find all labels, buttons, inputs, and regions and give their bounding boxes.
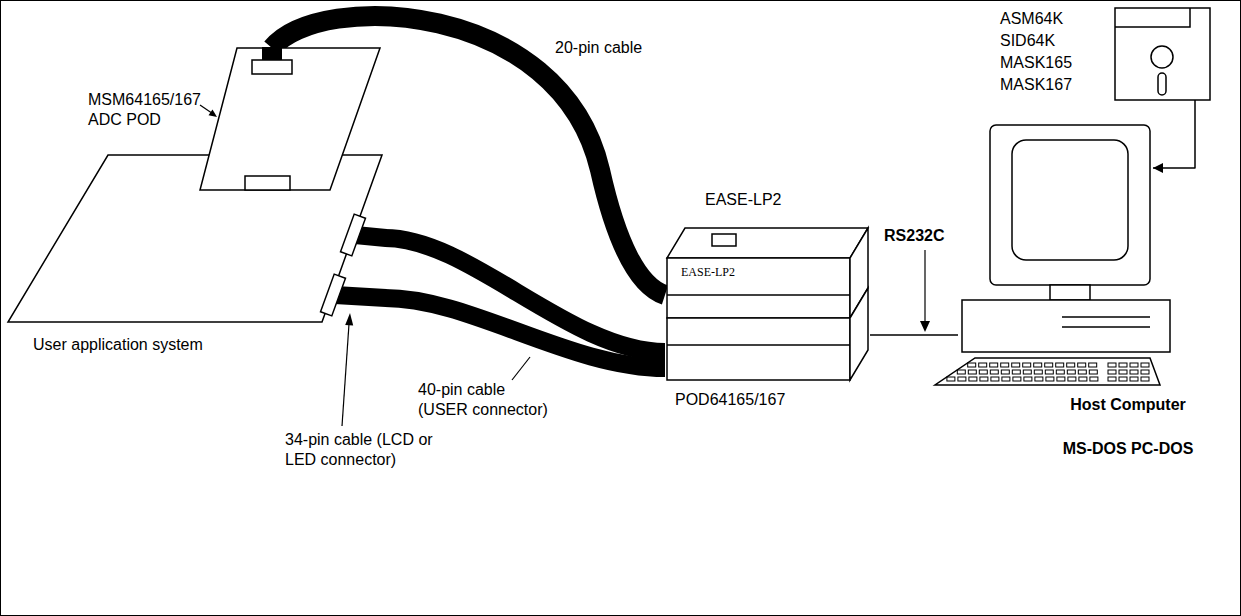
adc-pod-board: MSM64165/167 ADC POD <box>88 48 388 193</box>
host-computer: Host ComputerMS-DOS PC-DOS <box>958 120 1153 480</box>
leader-line <box>512 357 530 380</box>
computer-label: Host Computer <box>1048 395 1208 415</box>
text-slot: EASE-LP2 <box>705 190 855 210</box>
serial-line <box>870 334 958 336</box>
leader-arrow <box>920 250 930 332</box>
cable-label: 40-pin cable (USER connector) <box>418 380 553 420</box>
board-label: User application system <box>33 335 273 355</box>
text-slot: User application system <box>33 335 273 355</box>
callout-label: MSM64165/167 ADC POD <box>88 90 213 130</box>
device-label: EASE-LP2 <box>705 190 855 210</box>
text-slot: ASM64K SID64K MASK165 MASK167 <box>1000 8 1095 96</box>
text-slot: POD64165/167 <box>675 390 855 410</box>
text-slot: 20-pin cable <box>555 38 685 58</box>
text-slot: MS-DOS PC-DOS <box>1048 438 1208 460</box>
text-slot: MSM64165/167 ADC POD <box>88 90 213 130</box>
leader-arrow <box>342 313 353 426</box>
text-slot: EASE-LP2 <box>681 265 801 280</box>
pod-box: POD64165/167 <box>665 318 870 418</box>
emulator-box: EASE-LP2EASE-LP2 <box>665 185 870 318</box>
device-label: POD64165/167 <box>675 390 855 410</box>
front-panel-label: EASE-LP2 <box>681 265 801 280</box>
cable-label: 34-pin cable (LCD or LED connector) <box>285 430 465 470</box>
interface-label: RS232C <box>884 226 974 246</box>
software-list: ASM64K SID64K MASK165 MASK167 <box>1000 8 1095 96</box>
text-slot: Host Computer <box>1048 395 1208 415</box>
text-slot: 34-pin cable (LCD or LED connector) <box>285 430 465 470</box>
cable <box>385 298 665 368</box>
text-slot: RS232C <box>884 226 974 246</box>
floppy-disk: ASM64K SID64K MASK165 MASK167 <box>990 5 1215 100</box>
host-computer-outline <box>958 120 1153 480</box>
os-label: MS-DOS PC-DOS <box>1048 438 1208 460</box>
text-slot: 40-pin cable (USER connector) <box>418 380 553 420</box>
cable-label: 20-pin cable <box>555 38 685 58</box>
install-arrow <box>1153 100 1195 168</box>
